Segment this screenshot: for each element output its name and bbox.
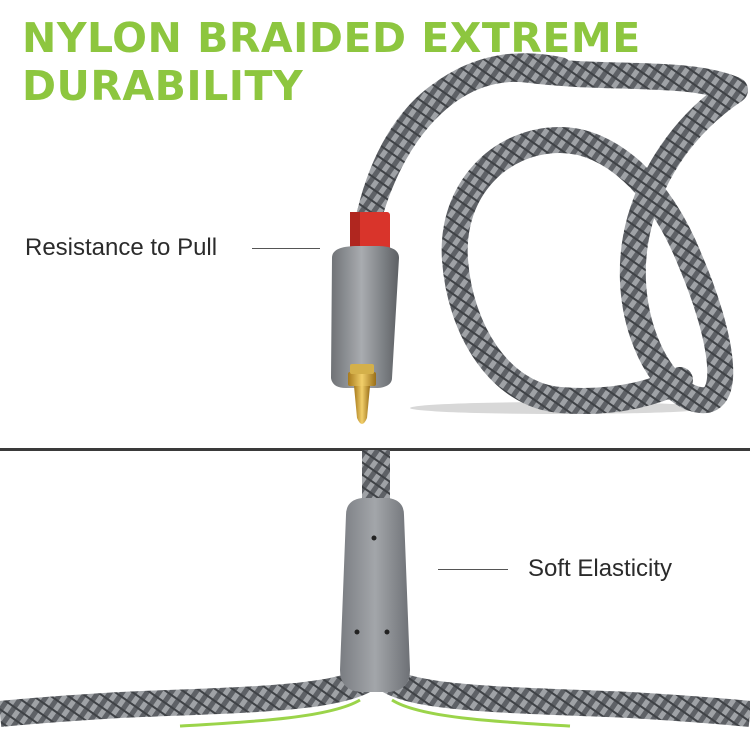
headline-line-1: NYLON BRAIDED EXTREME xyxy=(22,14,641,62)
braided-cable-upper xyxy=(355,53,573,235)
callout-soft-elasticity: Soft Elasticity xyxy=(528,555,673,582)
braided-cable-lower-left xyxy=(0,668,372,727)
braided-cable-lower-right xyxy=(381,668,750,727)
callout-leader-line-bottom xyxy=(438,569,508,570)
headline: NYLON BRAIDED EXTREME DURABILITY xyxy=(22,14,641,110)
section-divider xyxy=(0,448,750,451)
y-splitter xyxy=(340,498,410,692)
headline-line-2: DURABILITY xyxy=(22,62,304,110)
callout-resistance-to-pull: Resistance to Pull xyxy=(25,234,218,261)
elastic-green-accent-right xyxy=(391,698,571,728)
callout-leader-line-top xyxy=(252,248,320,249)
elastic-green-accent-left xyxy=(179,698,361,728)
rca-connector xyxy=(331,212,399,424)
